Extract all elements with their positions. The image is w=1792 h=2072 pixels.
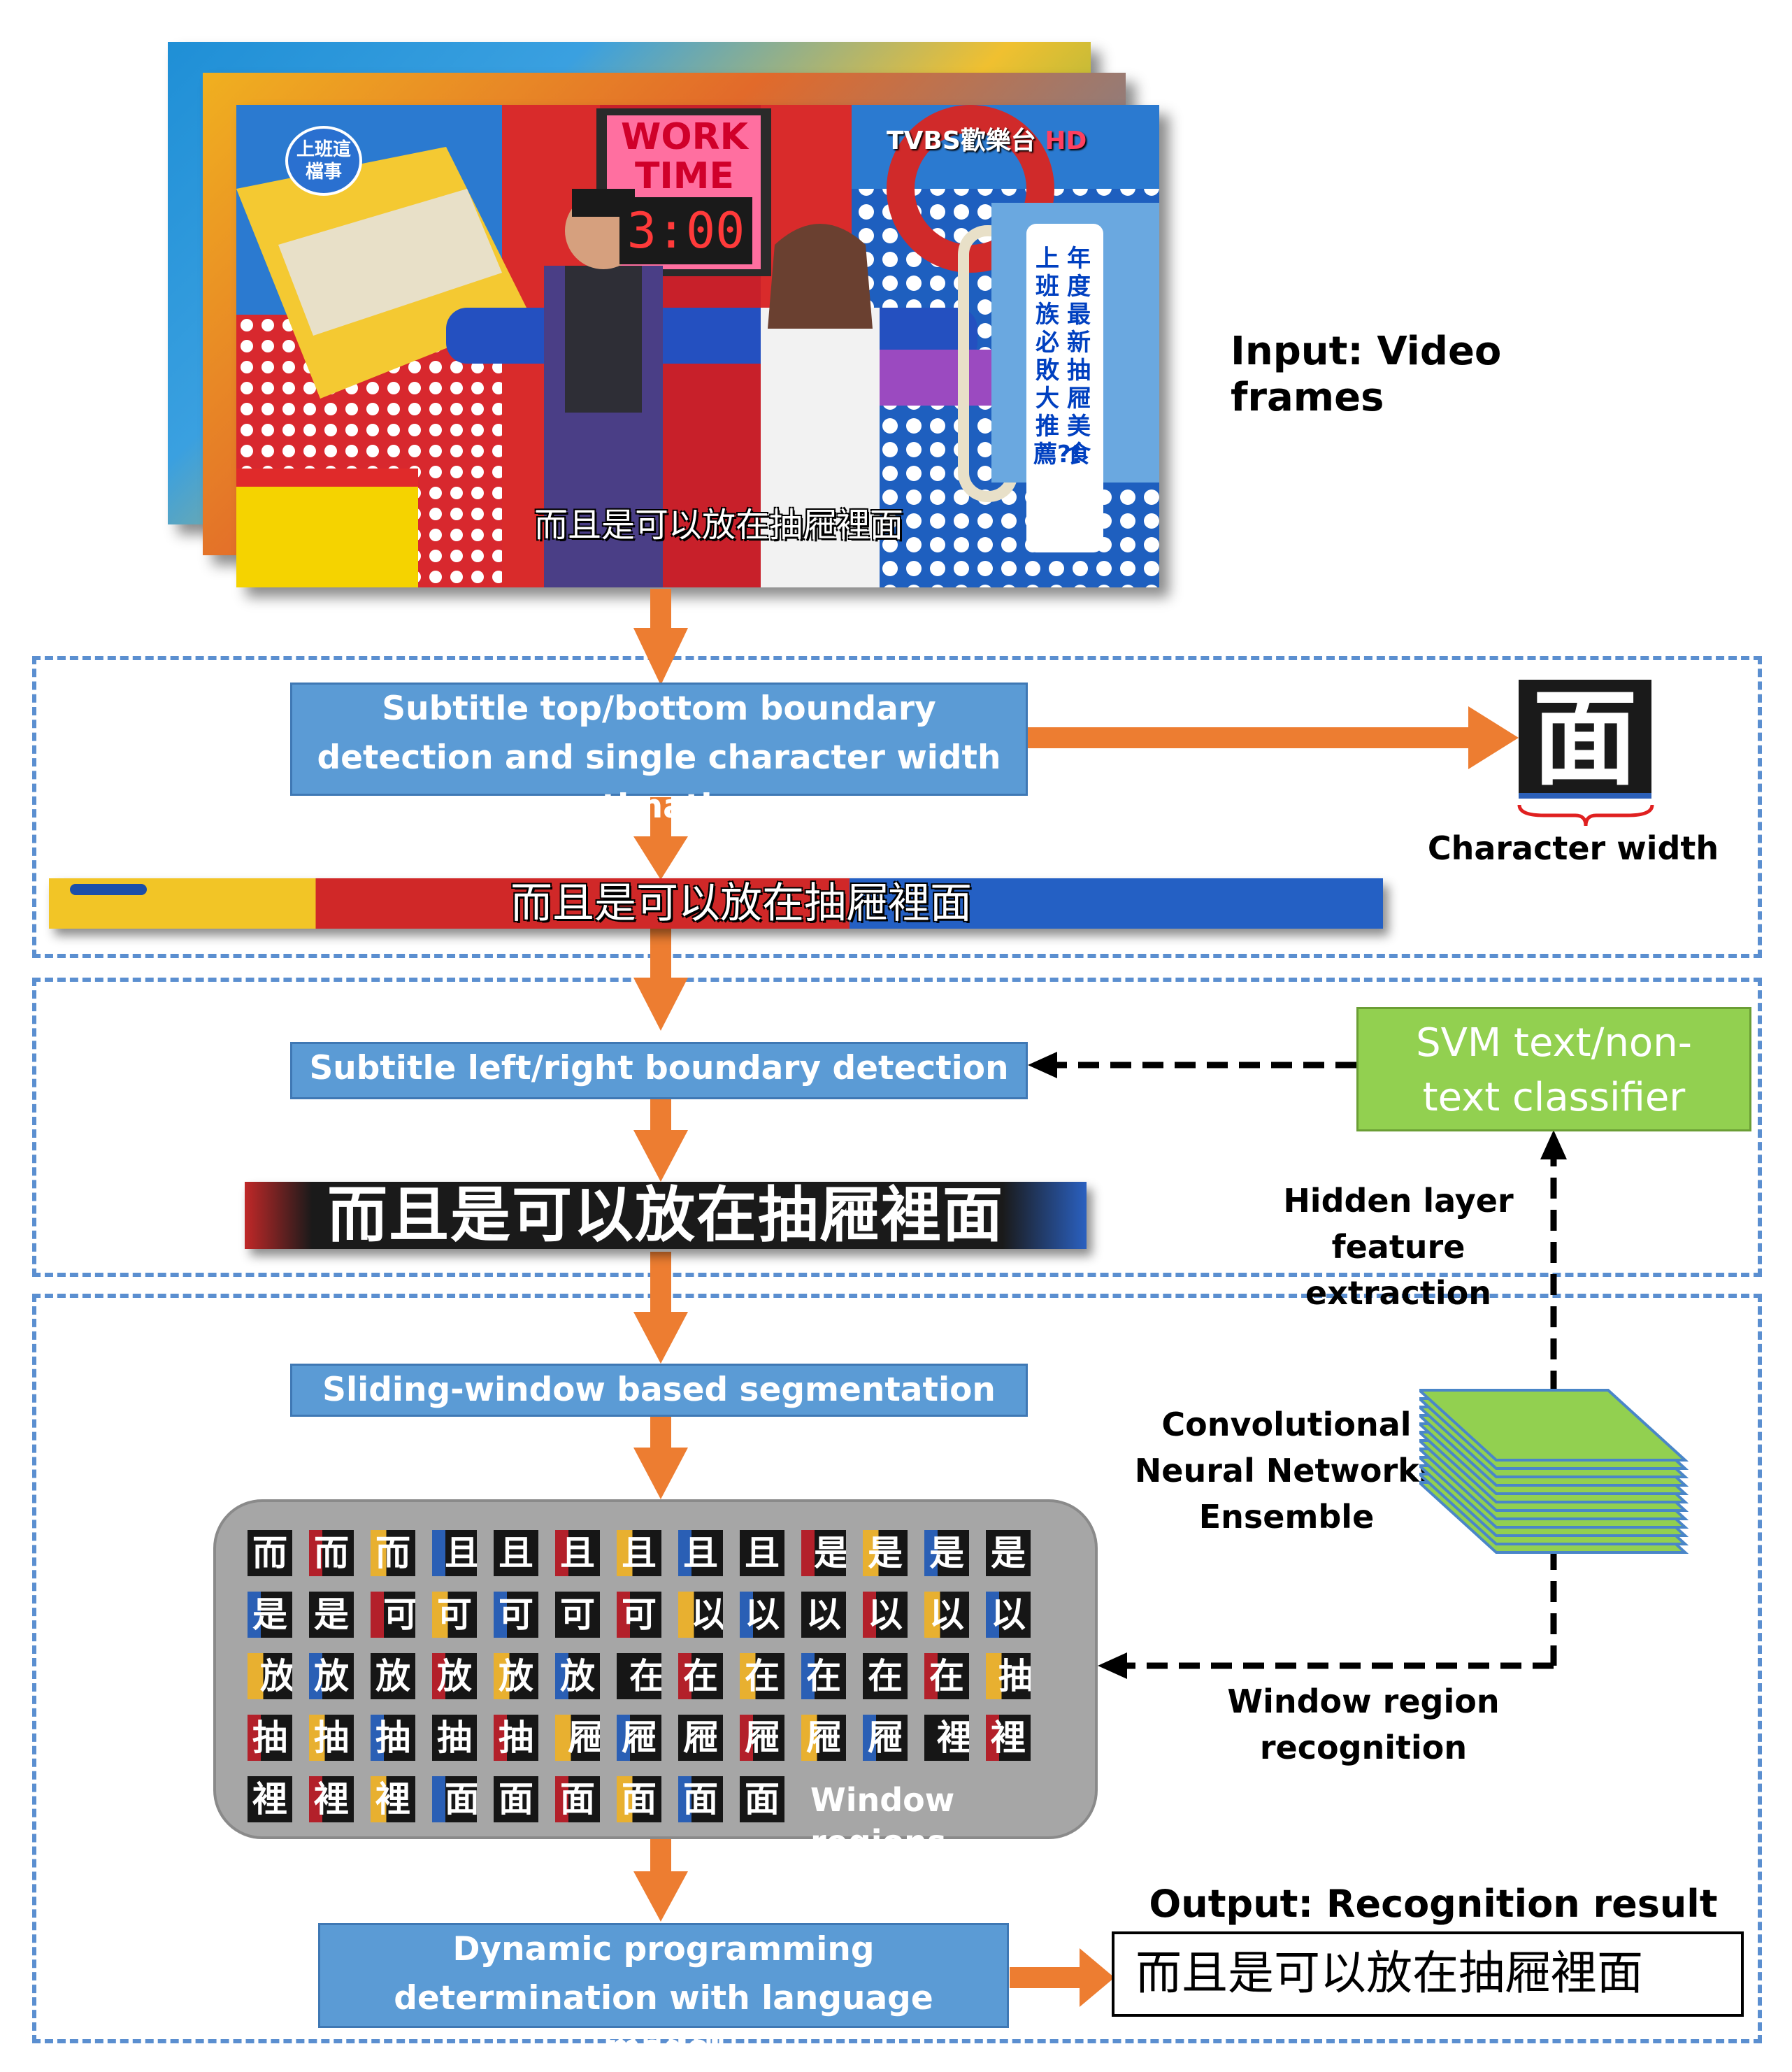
window-tile: 放 (371, 1653, 415, 1699)
step-dynamic-programming: Dynamic programming determination with l… (318, 1923, 1009, 2066)
window-tile: 是 (863, 1530, 908, 1576)
window-tile: 是 (986, 1530, 1031, 1576)
window-recognition-label: Window region recognition (1227, 1682, 1500, 1766)
cnn-label: Convolutional Neural Networks Ensemble (1134, 1406, 1439, 1536)
window-tile: 裡 (371, 1776, 415, 1822)
window-tile: 面 (617, 1776, 661, 1822)
channel-name: TVBS歡樂台 (887, 127, 1036, 155)
window-tile: 放 (494, 1653, 538, 1699)
window-tile: 是 (309, 1592, 354, 1638)
window-tile: 面 (494, 1776, 538, 1822)
window-tile: 可 (494, 1592, 538, 1638)
window-tile: 面 (555, 1776, 600, 1822)
window-tile: 而 (248, 1530, 292, 1576)
window-tile: 在 (924, 1653, 969, 1699)
window-tile: 放 (555, 1653, 600, 1699)
window-tile: 抽 (309, 1715, 354, 1761)
strip-subtitle-text: 而且是可以放在抽屜裡面 (510, 879, 972, 928)
window-regions-panel: 而而而且且且且且且是是是是是是可可可可可以以以以以以放放放放放放在在在在在在抽抽… (213, 1499, 1098, 1861)
window-tile: 可 (432, 1592, 477, 1638)
subtitle-strip: 而且是可以放在抽屜裡面 (49, 878, 1383, 929)
section-1-frame (32, 656, 1762, 958)
window-tile: 且 (494, 1530, 538, 1576)
window-tile: 屜 (678, 1715, 723, 1761)
window-tile: 屜 (863, 1715, 908, 1761)
window-tile: 以 (986, 1592, 1031, 1638)
window-tile: 面 (432, 1776, 477, 1822)
step-sliding-window: Sliding-window based segmentation (290, 1364, 1028, 1417)
window-tile: 以 (740, 1592, 784, 1638)
window-tile: 抽 (986, 1653, 1031, 1699)
window-tile: 可 (371, 1592, 415, 1638)
tv-scene (236, 105, 1159, 587)
vertical-caption-1: 年度最新抽屜美食 (1067, 245, 1091, 469)
window-tile: 屜 (801, 1715, 846, 1761)
input-label: Input: Video frames (1231, 329, 1502, 420)
window-tile: 可 (617, 1592, 661, 1638)
window-tile: 且 (678, 1530, 723, 1576)
section-3-frame (32, 1294, 1762, 2043)
window-tile: 在 (617, 1653, 661, 1699)
window-tile: 抽 (248, 1715, 292, 1761)
video-frame-front: WORK TIME 3:00 TVBS歡樂台 HD 上班這檔事 年度最新抽屜美食… (236, 105, 1159, 587)
character-width-label: Character width (1427, 829, 1719, 867)
step-boundary-leftright: Subtitle left/right boundary detection (290, 1042, 1028, 1099)
hidden-layer-label: Hidden layer feature extraction (1283, 1182, 1514, 1312)
sign-work: WORK (621, 116, 748, 158)
vertical-caption-2: 上班族必敗大推薦?! (1033, 245, 1082, 469)
window-regions-label: Window regions (810, 1781, 955, 1861)
window-tile: 在 (740, 1653, 784, 1699)
window-tile: 是 (924, 1530, 969, 1576)
window-tile: 抽 (432, 1715, 477, 1761)
window-tile: 裡 (986, 1715, 1031, 1761)
window-tile: 面 (740, 1776, 784, 1822)
window-tile: 放 (432, 1653, 477, 1699)
character-width-sample: 面 (1519, 680, 1651, 799)
window-tile: 是 (801, 1530, 846, 1576)
window-tile: 以 (801, 1592, 846, 1638)
section-2-frame (32, 978, 1762, 1277)
window-tile: 而 (309, 1530, 354, 1576)
window-tile: 在 (863, 1653, 908, 1699)
window-tile: 放 (248, 1653, 292, 1699)
window-tile: 屜 (617, 1715, 661, 1761)
window-tile: 裡 (924, 1715, 969, 1761)
window-tile: 裡 (248, 1776, 292, 1822)
window-tile: 屜 (740, 1715, 784, 1761)
window-tile: 屜 (555, 1715, 600, 1761)
window-tile: 以 (863, 1592, 908, 1638)
window-tile: 放 (309, 1653, 354, 1699)
window-tile: 抽 (371, 1715, 415, 1761)
window-tile: 且 (555, 1530, 600, 1576)
sign-clock: 3:00 (619, 197, 752, 264)
window-tile: 裡 (309, 1776, 354, 1822)
strip-blue-bar (70, 884, 147, 895)
frame-subtitle: 而且是可以放在抽屜裡面 (533, 506, 903, 545)
window-tile: 以 (678, 1592, 723, 1638)
window-tiles-grid: 而而而且且且且且且是是是是是是可可可可可以以以以以以放放放放放放在在在在在在抽抽… (248, 1530, 1073, 1824)
window-tile: 且 (617, 1530, 661, 1576)
character-width-brace (1517, 804, 1654, 827)
window-tile: 在 (801, 1653, 846, 1699)
channel-logo: TVBS歡樂台 HD (887, 126, 1152, 157)
show-logo: 上班這檔事 (285, 126, 362, 196)
step-boundary-topbottom: Subtitle top/bottom boundary detection a… (290, 683, 1028, 826)
output-label: Output: Recognition result (1149, 1882, 1718, 1926)
window-tile: 是 (248, 1592, 292, 1638)
recognition-result: 而且是可以放在抽屜裡面 (1112, 1931, 1744, 2017)
window-tile: 抽 (494, 1715, 538, 1761)
window-tile: 以 (924, 1592, 969, 1638)
cropped-subtitle: 而且是可以放在抽屜裡面 (245, 1182, 1087, 1249)
window-tile: 且 (740, 1530, 784, 1576)
window-tile: 而 (371, 1530, 415, 1576)
window-tile: 且 (432, 1530, 477, 1576)
window-tile: 在 (678, 1653, 723, 1699)
channel-hd: HD (1045, 127, 1087, 155)
cropped-subtitle-text: 而且是可以放在抽屜裡面 (327, 1182, 1004, 1249)
svm-classifier: SVM text/non-text classifier (1356, 1007, 1751, 1131)
cnn-stack-icon (1419, 1389, 1689, 1554)
window-tile: 面 (678, 1776, 723, 1822)
sign-time: TIME (634, 155, 735, 197)
window-tile: 可 (555, 1592, 600, 1638)
